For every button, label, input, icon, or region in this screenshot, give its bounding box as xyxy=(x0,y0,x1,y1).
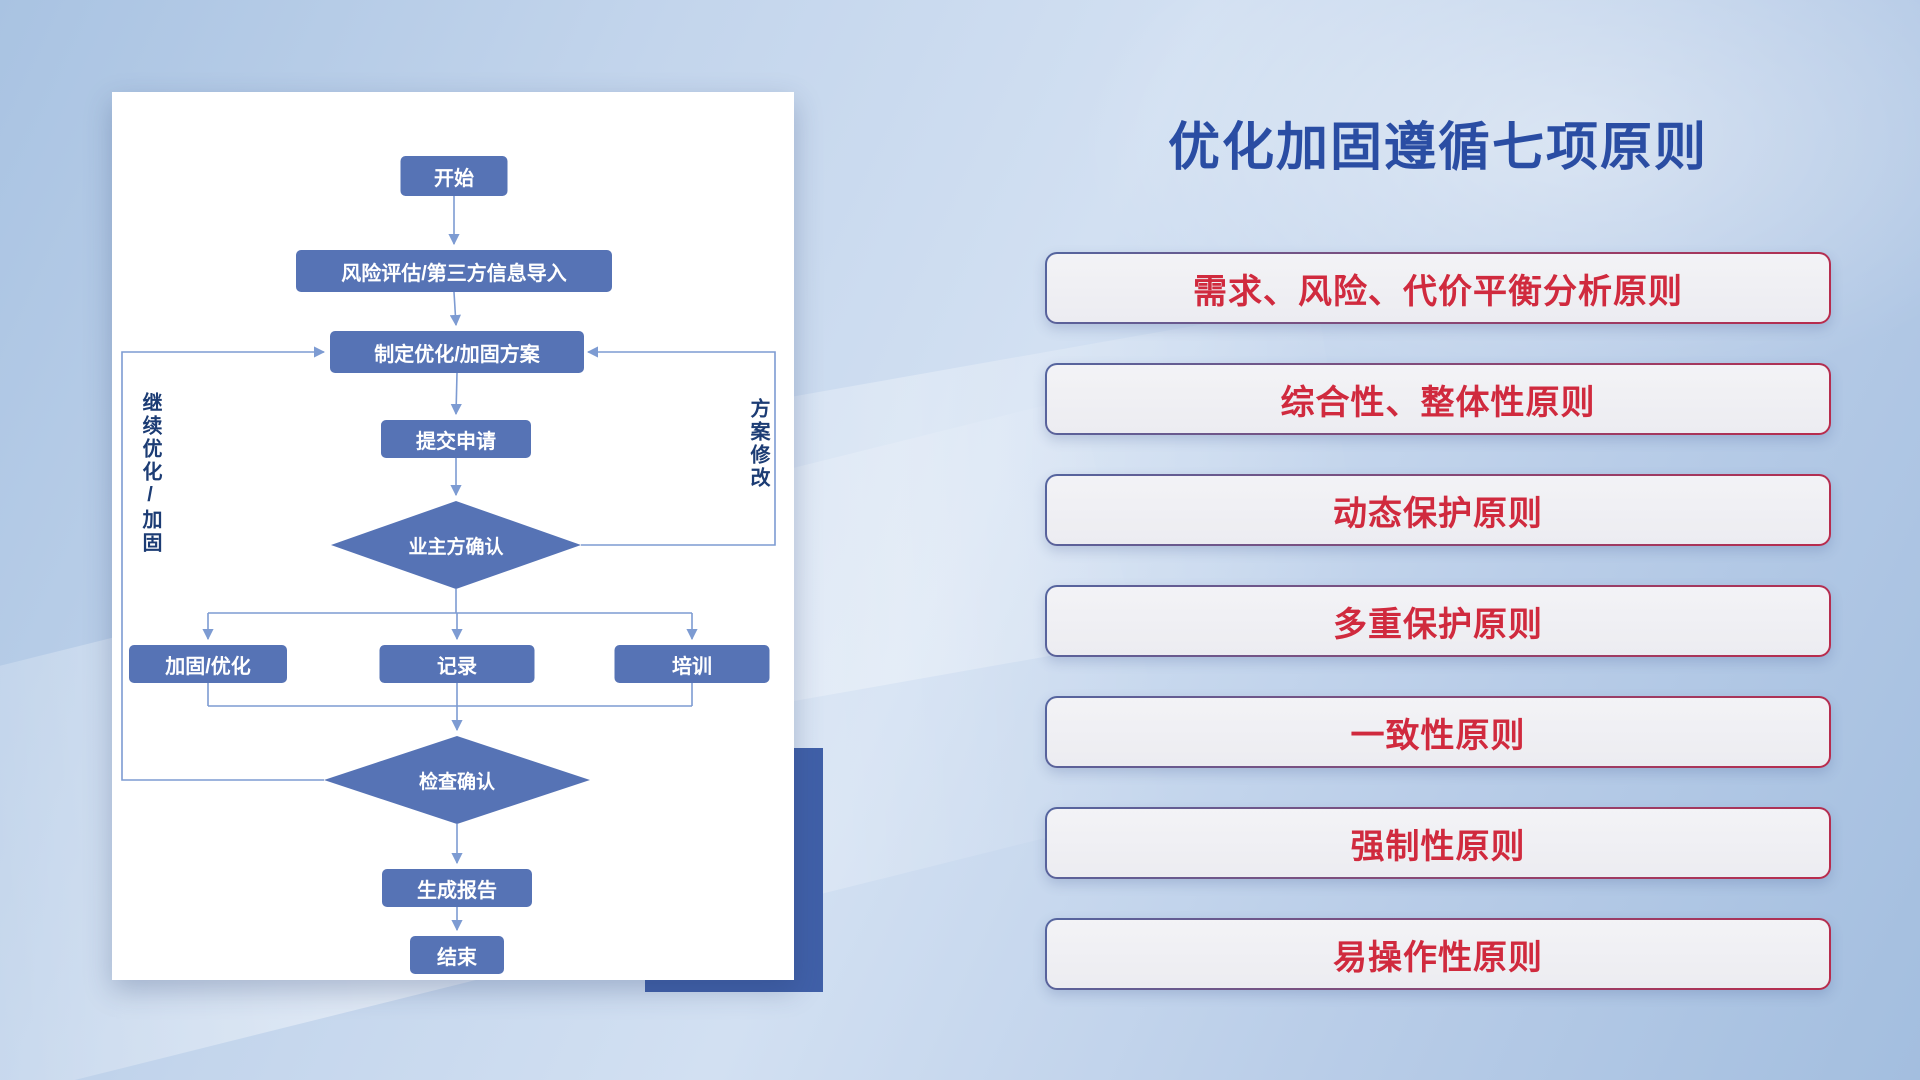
flowchart-connectors xyxy=(121,196,776,932)
flow-node-risk-import: 风险评估/第三方信息导入 xyxy=(296,250,612,292)
principle-item: 综合性、整体性原则 xyxy=(1045,363,1831,435)
principle-item: 易操作性原则 xyxy=(1045,918,1831,990)
panel-title: 优化加固遵循七项原则 xyxy=(1167,119,1708,177)
principle-item: 需求、风险、代价平衡分析原则 xyxy=(1045,252,1831,324)
flow-label-continue-optimize: 继续优化/加固 xyxy=(139,392,161,555)
principles-panel: 优化加固遵循七项原则 需求、风险、代价平衡分析原则 综合性、整体性原则 动态保护… xyxy=(1045,105,1831,990)
principles-list: 需求、风险、代价平衡分析原则 综合性、整体性原则 动态保护原则 多重保护原则 一… xyxy=(1045,252,1831,990)
principle-item: 强制性原则 xyxy=(1045,807,1831,879)
principle-item: 多重保护原则 xyxy=(1045,585,1831,657)
flow-node-training: 培训 xyxy=(614,645,770,683)
flow-node-end: 结束 xyxy=(410,936,504,974)
flow-node-submit: 提交申请 xyxy=(381,420,531,458)
principle-item: 一致性原则 xyxy=(1045,696,1831,768)
flow-node-record: 记录 xyxy=(379,645,535,683)
flow-node-reinforce: 加固/优化 xyxy=(129,645,287,683)
flow-node-report: 生成报告 xyxy=(382,869,532,907)
principle-item: 动态保护原则 xyxy=(1045,474,1831,546)
flow-label-plan-modify: 方案修改 xyxy=(747,398,769,490)
flow-node-start: 开始 xyxy=(400,156,508,196)
flowchart-card: 开始 风险评估/第三方信息导入 制定优化/加固方案 提交申请 业主方确认 加固/… xyxy=(112,92,794,980)
flow-node-make-plan: 制定优化/加固方案 xyxy=(330,331,584,373)
